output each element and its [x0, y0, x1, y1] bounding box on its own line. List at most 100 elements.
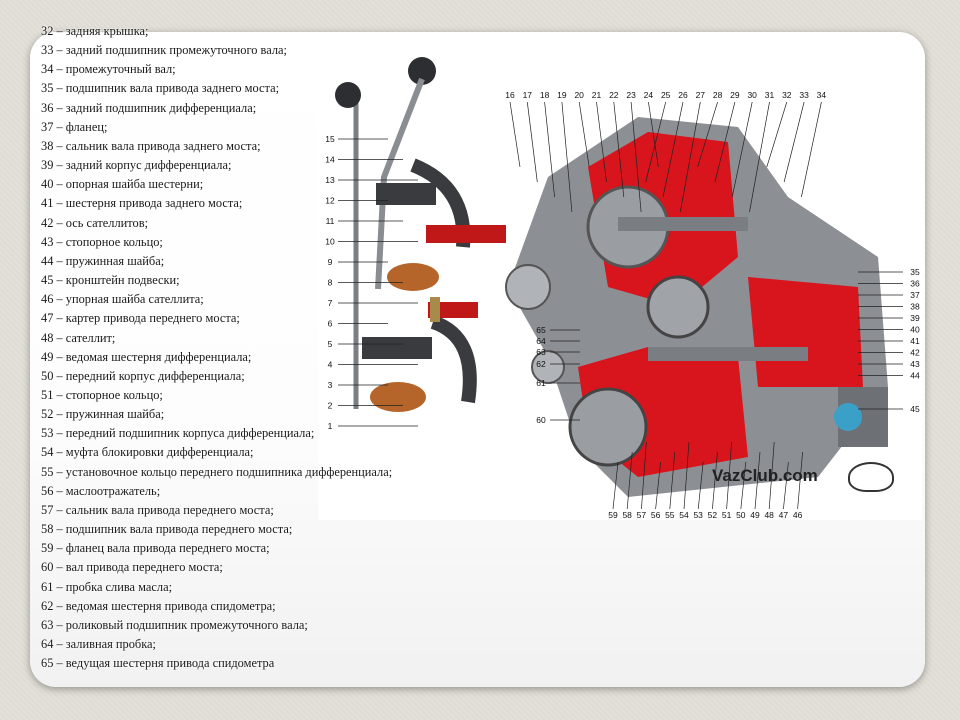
car-logo-icon	[848, 462, 894, 492]
callout-number-29: 29	[730, 90, 740, 100]
legend-item: 35 – подшипник вала привода заднего мост…	[41, 81, 280, 96]
leader-line	[578, 101, 590, 168]
legend-item: 58 – подшипник вала привода переднего мо…	[41, 522, 293, 537]
legend-item: 33 – задний подшипник промежуточного вал…	[41, 43, 287, 58]
callout-number-27: 27	[696, 90, 706, 100]
legend-item: 40 – опорная шайба шестерни;	[41, 177, 204, 192]
callout-number-20: 20	[574, 90, 584, 100]
callout-number-51: 51	[722, 510, 732, 520]
legend-item: 45 – кронштейн подвески;	[41, 273, 180, 288]
legend-item: 55 – установочное кольцо переднего подши…	[41, 464, 393, 479]
callout-number-13: 13	[325, 175, 335, 185]
callout-number-63: 63	[536, 347, 546, 357]
legend-item: 48 – сателлит;	[41, 330, 116, 345]
leader-line	[801, 101, 822, 198]
leader-line	[712, 451, 718, 510]
callout-number-2: 2	[328, 401, 333, 411]
callout-number-14: 14	[325, 155, 335, 165]
leader-line	[714, 101, 736, 183]
leader-line	[626, 451, 633, 510]
leader-line	[726, 441, 732, 510]
callout-number-4: 4	[328, 360, 333, 370]
callout-number-65: 65	[536, 325, 546, 335]
legend-item: 50 – передний корпус дифференциала;	[41, 368, 245, 383]
callout-number-33: 33	[799, 90, 809, 100]
callout-number-11: 11	[326, 216, 335, 226]
legend-item: 54 – муфта блокировки дифференциала;	[41, 445, 254, 460]
callout-number-7: 7	[328, 298, 333, 308]
callout-number-56: 56	[651, 510, 661, 520]
leader-line	[766, 101, 788, 168]
leader-line	[655, 461, 661, 510]
legend-item: 32 – задняя крышка;	[41, 24, 149, 38]
leader-line	[544, 101, 555, 198]
leader-line	[797, 451, 803, 510]
callout-number-6: 6	[328, 319, 333, 329]
callout-number-47: 47	[779, 510, 789, 520]
callout-number-24: 24	[644, 90, 654, 100]
shift-lever-assembly	[335, 57, 506, 412]
parts-legend: 32 – задняя крышка; 33 – задний подшипни…	[41, 22, 511, 673]
callout-number-35: 35	[910, 267, 920, 277]
callout-number-41: 41	[910, 336, 920, 346]
legend-item: 47 – картер привода переднего моста;	[41, 311, 240, 326]
callout-number-10: 10	[325, 237, 335, 247]
leader-line	[596, 101, 607, 183]
legend-item: 51 – стопорное кольцо;	[41, 387, 163, 402]
callout-number-48: 48	[764, 510, 774, 520]
callout-number-5: 5	[328, 339, 333, 349]
callout-number-61: 61	[536, 378, 546, 388]
leader-line	[697, 461, 704, 510]
legend-item: 61 – пробка слива масла;	[41, 579, 173, 594]
leader-line	[683, 441, 690, 510]
legend-item: 57 – сальник вала привода переднего мост…	[41, 502, 274, 517]
callout-number-21: 21	[592, 90, 602, 100]
callout-number-9: 9	[328, 257, 333, 267]
legend-item: 62 – ведомая шестерня привода спидометра…	[41, 598, 276, 613]
callout-number-26: 26	[678, 90, 688, 100]
callout-number-43: 43	[910, 359, 920, 369]
callout-number-36: 36	[910, 279, 920, 289]
leader-line	[768, 441, 775, 510]
legend-item: 42 – ось сателлитов;	[41, 215, 149, 230]
callout-number-15: 15	[325, 134, 335, 144]
leader-line	[561, 101, 573, 213]
callout-number-54: 54	[679, 510, 689, 520]
leader-line	[613, 101, 625, 198]
callout-number-8: 8	[328, 278, 333, 288]
callout-number-42: 42	[910, 348, 920, 358]
legend-item: 44 – пружинная шайба;	[41, 253, 165, 268]
callout-number-1: 1	[328, 421, 333, 431]
callout-number-59: 59	[608, 510, 618, 520]
legend-item: 39 – задний корпус дифференциала;	[41, 158, 232, 173]
callout-number-45: 45	[910, 404, 920, 414]
leader-line	[526, 101, 538, 183]
leader-line	[669, 451, 676, 510]
leader-line	[783, 461, 789, 510]
leader-line	[679, 101, 701, 213]
callout-number-19: 19	[557, 90, 567, 100]
legend-item: 65 – ведущая шестерня привода спидометра	[41, 656, 275, 671]
callout-number-62: 62	[536, 359, 546, 369]
callout-number-50: 50	[736, 510, 746, 520]
callout-number-34: 34	[817, 90, 827, 100]
leader-line	[509, 101, 521, 168]
callout-number-25: 25	[661, 90, 671, 100]
leader-line	[731, 101, 753, 198]
legend-item: 41 – шестерня привода заднего моста;	[41, 196, 243, 211]
callout-number-49: 49	[750, 510, 760, 520]
callout-number-23: 23	[626, 90, 636, 100]
callout-number-46: 46	[793, 510, 803, 520]
callout-number-3: 3	[328, 380, 333, 390]
callout-number-60: 60	[536, 415, 546, 425]
legend-item: 56 – маслоотражатель;	[41, 483, 161, 498]
legend-item: 53 – передний подшипник корпуса дифферен…	[41, 426, 315, 441]
callout-number-22: 22	[609, 90, 619, 100]
callout-number-58: 58	[622, 510, 632, 520]
legend-item: 60 – вал привода переднего моста;	[41, 560, 223, 575]
callout-number-37: 37	[910, 290, 920, 300]
callout-number-30: 30	[747, 90, 757, 100]
